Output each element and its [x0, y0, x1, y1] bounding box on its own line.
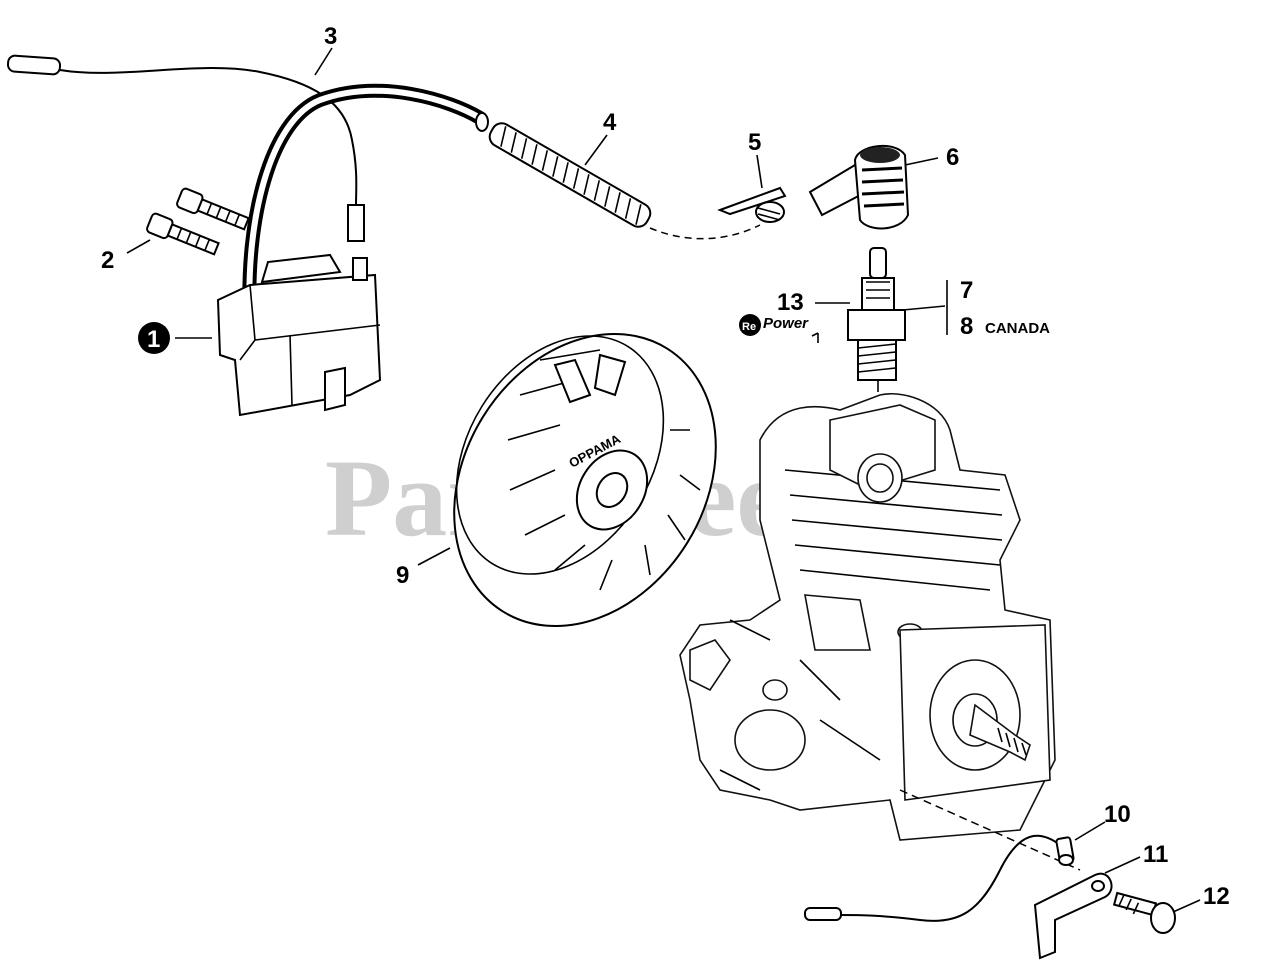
part-2-screws: [146, 187, 250, 256]
callout-labels: 3 2 1 4 5 6 13 7 8 CANADA 9 10 11 12: [101, 23, 1230, 910]
part-11-bracket: [1033, 872, 1113, 960]
part-12-bolt: [1112, 891, 1176, 934]
callout-8-note: CANADA: [985, 320, 1050, 337]
repower-re: Re: [742, 321, 756, 333]
callout-2: 2: [101, 247, 114, 274]
callout-10: 10: [1104, 801, 1131, 828]
callout-1-badge: [138, 322, 170, 354]
callout-11: 11: [1143, 841, 1168, 868]
repower-badge: Re Power: [739, 314, 819, 343]
leader-lines: [126, 47, 1201, 913]
part-4-spring-sleeve: [488, 122, 761, 240]
part-13-spark-plug: [847, 247, 906, 392]
part-6-plug-cap: [808, 144, 910, 230]
callout-4: 4: [603, 109, 617, 136]
callout-6: 6: [946, 144, 959, 171]
callout-7: 7: [960, 277, 973, 304]
part-3-wire: [6, 54, 365, 242]
callout-13: 13: [777, 289, 804, 316]
callout-9: 9: [396, 562, 409, 589]
part-5-spring-clip: [717, 186, 787, 223]
callout-1: 1: [147, 326, 160, 353]
callout-5: 5: [748, 129, 761, 156]
part-1-ignition-coil: [216, 83, 489, 417]
callout-12: 12: [1203, 883, 1230, 910]
part-9-flywheel: OPPAMA: [453, 332, 717, 628]
part-10-ground-wire: [804, 834, 1075, 922]
callout-8: 8: [960, 313, 973, 340]
repower-power: Power: [763, 315, 809, 332]
engine-block: [679, 393, 1081, 871]
callout-3: 3: [324, 23, 337, 50]
